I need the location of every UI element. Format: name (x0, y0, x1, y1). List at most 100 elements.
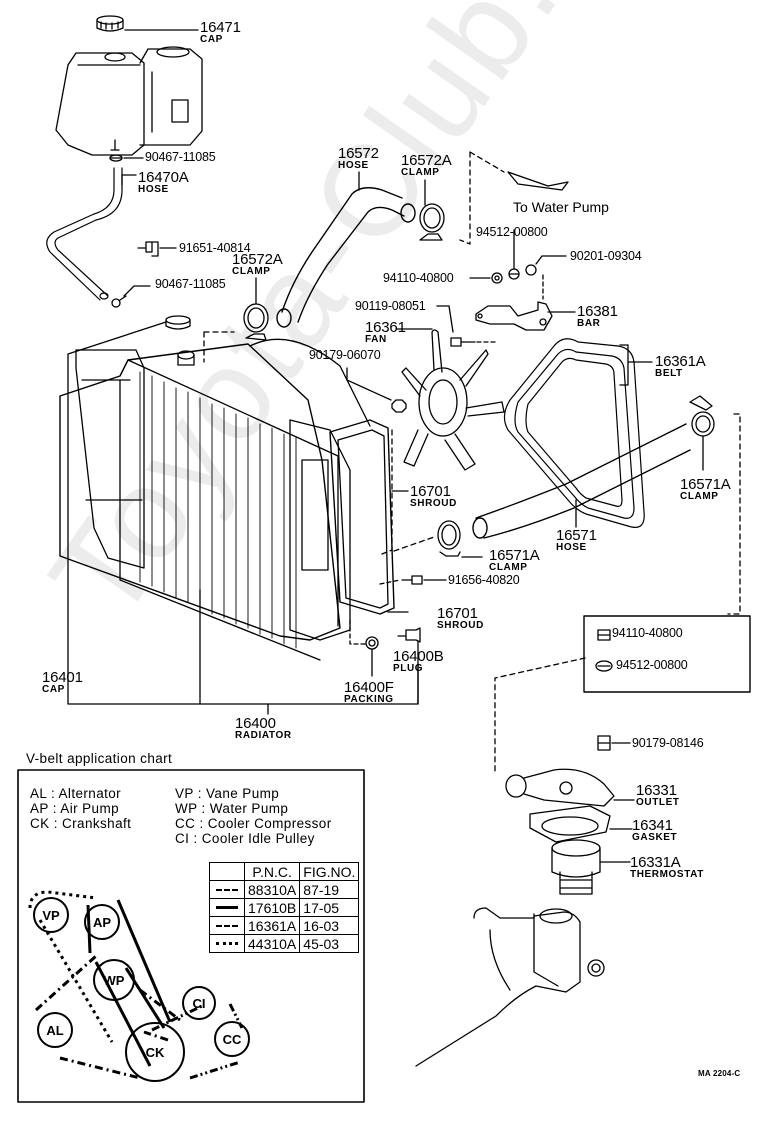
reservoir-cap-icon[interactable] (96, 15, 124, 32)
part-label[interactable]: 94110-40800 (383, 271, 454, 285)
pulley-ap (84, 904, 120, 940)
part-label[interactable]: 16572A CLAMP (232, 251, 283, 277)
drain-packing-icon[interactable] (365, 636, 379, 650)
part-label[interactable]: 90119-08051 (355, 299, 426, 313)
hose-clamp-icon[interactable] (243, 303, 269, 341)
upper-radiator-hose-icon[interactable] (276, 187, 416, 328)
part-label[interactable]: 16401 CAP (42, 669, 83, 695)
pulley-label: CC (223, 1032, 242, 1047)
part-label[interactable]: 94512-00800 (476, 225, 548, 239)
legend-item: CI : Cooler Idle Pulley (175, 831, 315, 846)
fan-shroud-icon[interactable] (249, 338, 395, 615)
leader-line (436, 305, 454, 333)
radiator-cap-icon[interactable] (165, 315, 191, 330)
direction-note: To Water Pump (513, 199, 609, 215)
arrow-to-water-pump-icon (507, 171, 569, 191)
pulley-cc (214, 1021, 250, 1057)
nut-icon[interactable] (597, 629, 611, 641)
part-label[interactable]: 16470A HOSE (138, 169, 189, 195)
part-label[interactable]: 16361 FAN (365, 319, 406, 345)
pulley-label: CK (146, 1045, 165, 1060)
washer-icon[interactable] (595, 660, 613, 672)
lower-radiator-hose-icon[interactable] (472, 423, 691, 539)
dashed-guide (459, 151, 505, 245)
part-label[interactable]: 94512-00800 (616, 658, 688, 672)
part-label[interactable]: 91656-40820 (448, 573, 520, 587)
thermostat-icon[interactable] (551, 839, 601, 895)
nut-icon[interactable] (597, 735, 611, 751)
part-label[interactable]: 16361A BELT (655, 353, 706, 379)
part-label[interactable]: 91651-40814 (179, 241, 251, 255)
part-label[interactable]: 16571A CLAMP (680, 476, 731, 502)
pulley-vp (33, 897, 69, 933)
part-label[interactable]: 16572 HOSE (338, 145, 379, 171)
part-label[interactable]: 16331A THERMOSTAT (630, 854, 704, 880)
part-label[interactable]: 16381 BAR (577, 303, 618, 329)
dashed-guide (727, 413, 741, 615)
part-label[interactable]: 16331 OUTLET (636, 782, 680, 808)
dashed-guide (203, 331, 235, 363)
belt-path-dotted (28, 890, 114, 1043)
reservoir-tank-icon[interactable] (55, 46, 203, 156)
table-row: 88310A 87-19 (209, 880, 360, 899)
hose-clip-icon[interactable] (111, 295, 127, 308)
pulley-label: WP (104, 973, 125, 988)
vbelt-table: P.N.C. FIG.NO. 88310A 87-19 17610B 17-05… (209, 862, 360, 953)
alternator-bar-icon[interactable] (475, 301, 553, 331)
bolt-icon[interactable] (401, 575, 423, 585)
part-label[interactable]: 16471 CAP (200, 19, 241, 45)
pulley-label: AL (46, 1023, 63, 1038)
part-label[interactable]: 90179-08146 (632, 736, 704, 750)
vbelt-chart-title: V-belt application chart (26, 751, 173, 766)
pulley-label: CI (193, 996, 206, 1011)
drive-belt-icon[interactable] (503, 338, 645, 528)
legend-item: AL : Alternator (30, 786, 122, 801)
table-row: 44310A 45-03 (209, 934, 360, 953)
part-label[interactable]: 90467-11085 (145, 150, 216, 164)
part-label[interactable]: 16400F PACKING (344, 679, 394, 705)
pulley-label: AP (93, 915, 111, 930)
dashed-guide (379, 579, 401, 585)
table-row: 16361A 16-03 (209, 916, 360, 935)
dashed-guide (349, 619, 367, 645)
vbelt-legend-right: VP : Vane Pump WP : Water Pump CC : Cool… (175, 786, 332, 846)
legend-item: AP : Air Pump (30, 801, 120, 816)
part-label[interactable]: 16572A CLAMP (401, 152, 452, 178)
washer-icon[interactable] (491, 272, 503, 284)
part-label[interactable]: 16701 SHROUD (410, 483, 457, 509)
part-label[interactable]: 16701 SHROUD (437, 605, 484, 631)
nut-icon[interactable] (508, 268, 520, 280)
hose-clamp-icon[interactable] (437, 520, 461, 557)
hose-clip-icon[interactable] (109, 154, 123, 162)
part-label[interactable]: 16571 HOSE (556, 527, 597, 553)
part-label[interactable]: 90201-09304 (570, 249, 642, 263)
nut-icon[interactable] (391, 399, 407, 413)
water-outlet-icon[interactable] (505, 768, 615, 807)
cooling-fan-icon[interactable] (401, 329, 505, 471)
part-label[interactable]: 90179-06070 (309, 348, 381, 362)
part-label[interactable]: 94110-40800 (612, 626, 683, 640)
hardware-box (583, 615, 751, 693)
part-label[interactable]: 16400 RADIATOR (235, 715, 292, 741)
part-label[interactable]: 16341 GASKET (632, 817, 678, 843)
washer-icon[interactable] (525, 264, 537, 276)
drain-plug-icon[interactable] (397, 627, 421, 643)
pulley-ci (182, 986, 216, 1020)
thermostat-housing-icon[interactable] (415, 907, 605, 1067)
hose-clamp-icon[interactable] (419, 203, 445, 241)
drain-cock-icon[interactable] (137, 241, 159, 257)
gasket-icon[interactable] (529, 805, 611, 843)
reservoir-hose-icon[interactable] (46, 167, 123, 301)
vbelt-legend-left: AL : Alternator AP : Air Pump CK : Crank… (30, 786, 131, 831)
pulley-ck (125, 1022, 185, 1082)
part-label[interactable]: 90467-11085 (155, 277, 226, 291)
part-label[interactable]: 16400B PLUG (393, 648, 444, 674)
legend-item: CC : Cooler Compressor (175, 816, 332, 831)
part-label[interactable]: 16571A CLAMP (489, 547, 540, 573)
figure-code: MA 2204-C (698, 1069, 741, 1078)
bolt-icon[interactable] (450, 337, 476, 347)
leader-line (121, 174, 137, 186)
dashed-guide (393, 536, 435, 552)
leader-line (535, 255, 567, 265)
